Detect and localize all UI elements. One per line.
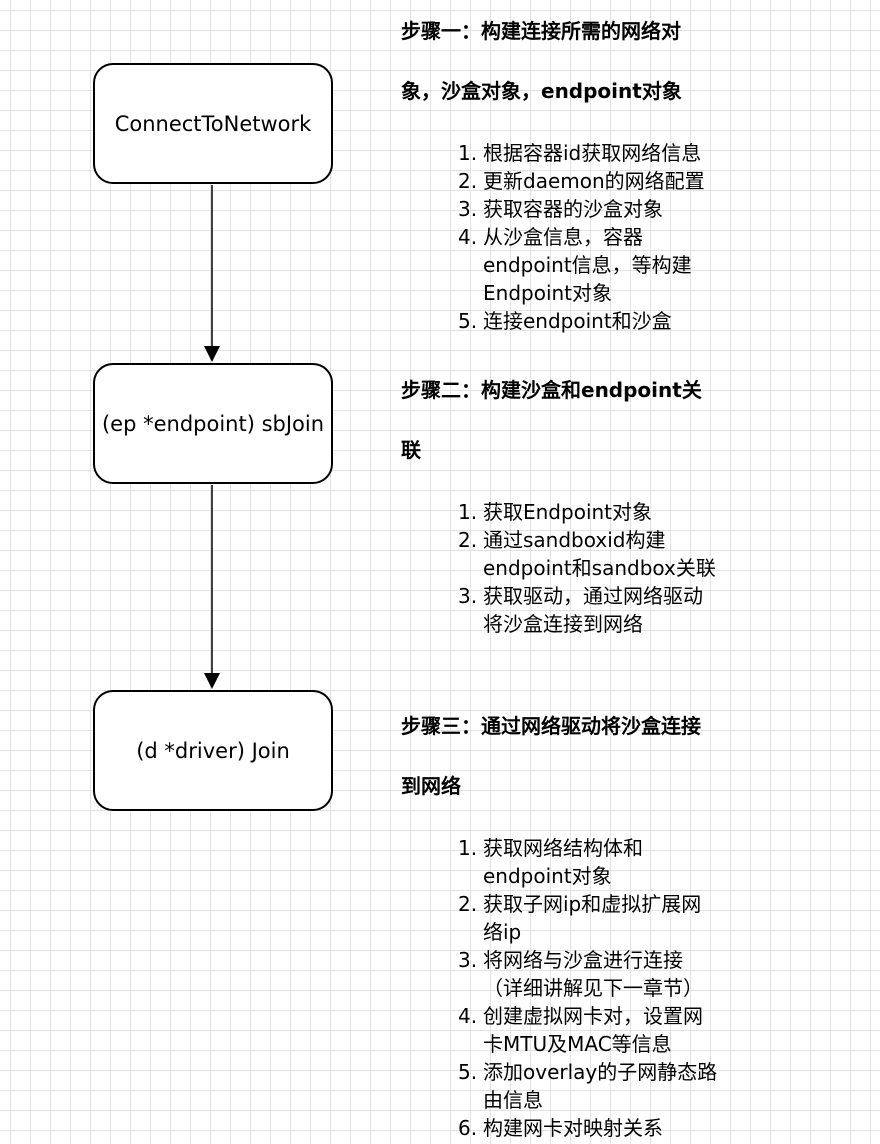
item-text-line1: 获取网络结构体和 [483, 836, 643, 860]
item-text-line2: （详细讲解见下一章节） [483, 976, 703, 1000]
list-item: 2.通过sandboxid构建 endpoint和sandbox关联 [458, 526, 758, 582]
list-item: 5.连接endpoint和沙盒 [458, 307, 758, 335]
item-number: 4. [458, 1004, 478, 1028]
step3-list: 1.获取网络结构体和 endpoint对象 2.获取子网ip和虚拟扩展网络ip 3… [458, 834, 758, 1142]
arrow-sbjoin-to-driver-join [204, 485, 220, 689]
node-sbjoin[interactable]: (ep *endpoint) sbJoin [93, 363, 333, 484]
step1-heading-line1: 步骤一：构建连接所需的网络对 [401, 19, 681, 43]
item-number: 5. [458, 1060, 478, 1084]
item-number: 1. [458, 500, 478, 524]
node-driver-join[interactable]: (d *driver) Join [93, 690, 333, 811]
item-number: 2. [458, 169, 478, 193]
item-number: 4. [458, 225, 478, 249]
item-text-line2: endpoint信息，等构建 [483, 253, 692, 277]
item-text-line2: endpoint和sandbox关联 [483, 556, 716, 580]
list-item: 5.添加overlay的子网静态路由信息 [458, 1058, 758, 1114]
list-item: 1.根据容器id获取网络信息 [458, 139, 758, 167]
item-text-line1: 创建虚拟网卡对，设置网 [483, 1004, 703, 1028]
step3-heading-line2: 到网络 [401, 774, 461, 798]
list-item: 2.获取子网ip和虚拟扩展网络ip [458, 890, 758, 946]
item-text-line1: 将网络与沙盒进行连接 [483, 948, 683, 972]
item-number: 2. [458, 892, 478, 916]
item-text-line2: 络ip [483, 920, 522, 944]
item-text: 获取Endpoint对象 [483, 500, 653, 524]
item-number: 6. [458, 1116, 478, 1140]
list-item: 2.更新daemon的网络配置 [458, 167, 758, 195]
item-text-line2: endpoint对象 [483, 864, 612, 888]
item-number: 1. [458, 836, 478, 860]
list-item: 4.创建虚拟网卡对，设置网卡MTU及MAC等信息 [458, 1002, 758, 1058]
step3-heading-line1: 步骤三：通过网络驱动将沙盒连接 [401, 714, 701, 738]
step2-list: 1.获取Endpoint对象 2.通过sandboxid构建 endpoint和s… [458, 498, 758, 638]
list-item: 1.获取Endpoint对象 [458, 498, 758, 526]
list-item: 3.将网络与沙盒进行连接 （详细讲解见下一章节） [458, 946, 758, 1002]
step1-heading-line2: 象，沙盒对象，endpoint对象 [401, 79, 682, 103]
item-number: 3. [458, 948, 478, 972]
item-text-line1: 从沙盒信息，容器 [483, 225, 643, 249]
list-item: 3.获取驱动，通过网络驱动将沙盒连接到网络 [458, 582, 758, 638]
item-text: 构建网卡对映射关系 [483, 1116, 663, 1140]
item-number: 3. [458, 197, 478, 221]
item-text: 连接endpoint和沙盒 [483, 309, 672, 333]
item-text-line3: Endpoint对象 [483, 281, 613, 305]
item-text-line1: 获取子网ip和虚拟扩展网 [483, 892, 702, 916]
item-text: 根据容器id获取网络信息 [483, 141, 702, 165]
node-label: (ep *endpoint) sbJoin [101, 411, 325, 436]
item-text-line2: 由信息 [483, 1088, 543, 1112]
item-text-line2: 将沙盒连接到网络 [483, 612, 643, 636]
item-number: 2. [458, 528, 478, 552]
step1-heading: 步骤一：构建连接所需的网络对 象，沙盒对象，endpoint对象 [401, 1, 773, 121]
item-text-line2: 卡MTU及MAC等信息 [483, 1032, 672, 1056]
step2-heading-line2: 联 [401, 438, 421, 462]
item-number: 1. [458, 141, 478, 165]
node-label: ConnectToNetwork [114, 111, 312, 136]
item-number: 3. [458, 584, 478, 608]
step2-heading: 步骤二：构建沙盒和endpoint关 联 [401, 360, 773, 480]
item-text-line1: 获取驱动，通过网络驱动 [483, 584, 703, 608]
list-item: 4.从沙盒信息，容器 endpoint信息，等构建 Endpoint对象 [458, 223, 758, 307]
node-connect-to-network[interactable]: ConnectToNetwork [93, 63, 333, 184]
list-item: 1.获取网络结构体和 endpoint对象 [458, 834, 758, 890]
step2-heading-line1: 步骤二：构建沙盒和endpoint关 [401, 378, 702, 402]
list-item: 3.获取容器的沙盒对象 [458, 195, 758, 223]
list-item: 6.构建网卡对映射关系 [458, 1114, 758, 1142]
item-text-line1: 添加overlay的子网静态路 [483, 1060, 718, 1084]
step3-heading: 步骤三：通过网络驱动将沙盒连接 到网络 [401, 696, 773, 816]
item-text: 更新daemon的网络配置 [483, 169, 705, 193]
node-label: (d *driver) Join [136, 738, 290, 763]
item-number: 5. [458, 309, 478, 333]
item-text: 获取容器的沙盒对象 [483, 197, 663, 221]
arrow-connect-to-sbjoin [204, 185, 220, 362]
item-text-line1: 通过sandboxid构建 [483, 528, 666, 552]
step1-list: 1.根据容器id获取网络信息 2.更新daemon的网络配置 3.获取容器的沙盒… [458, 139, 758, 335]
